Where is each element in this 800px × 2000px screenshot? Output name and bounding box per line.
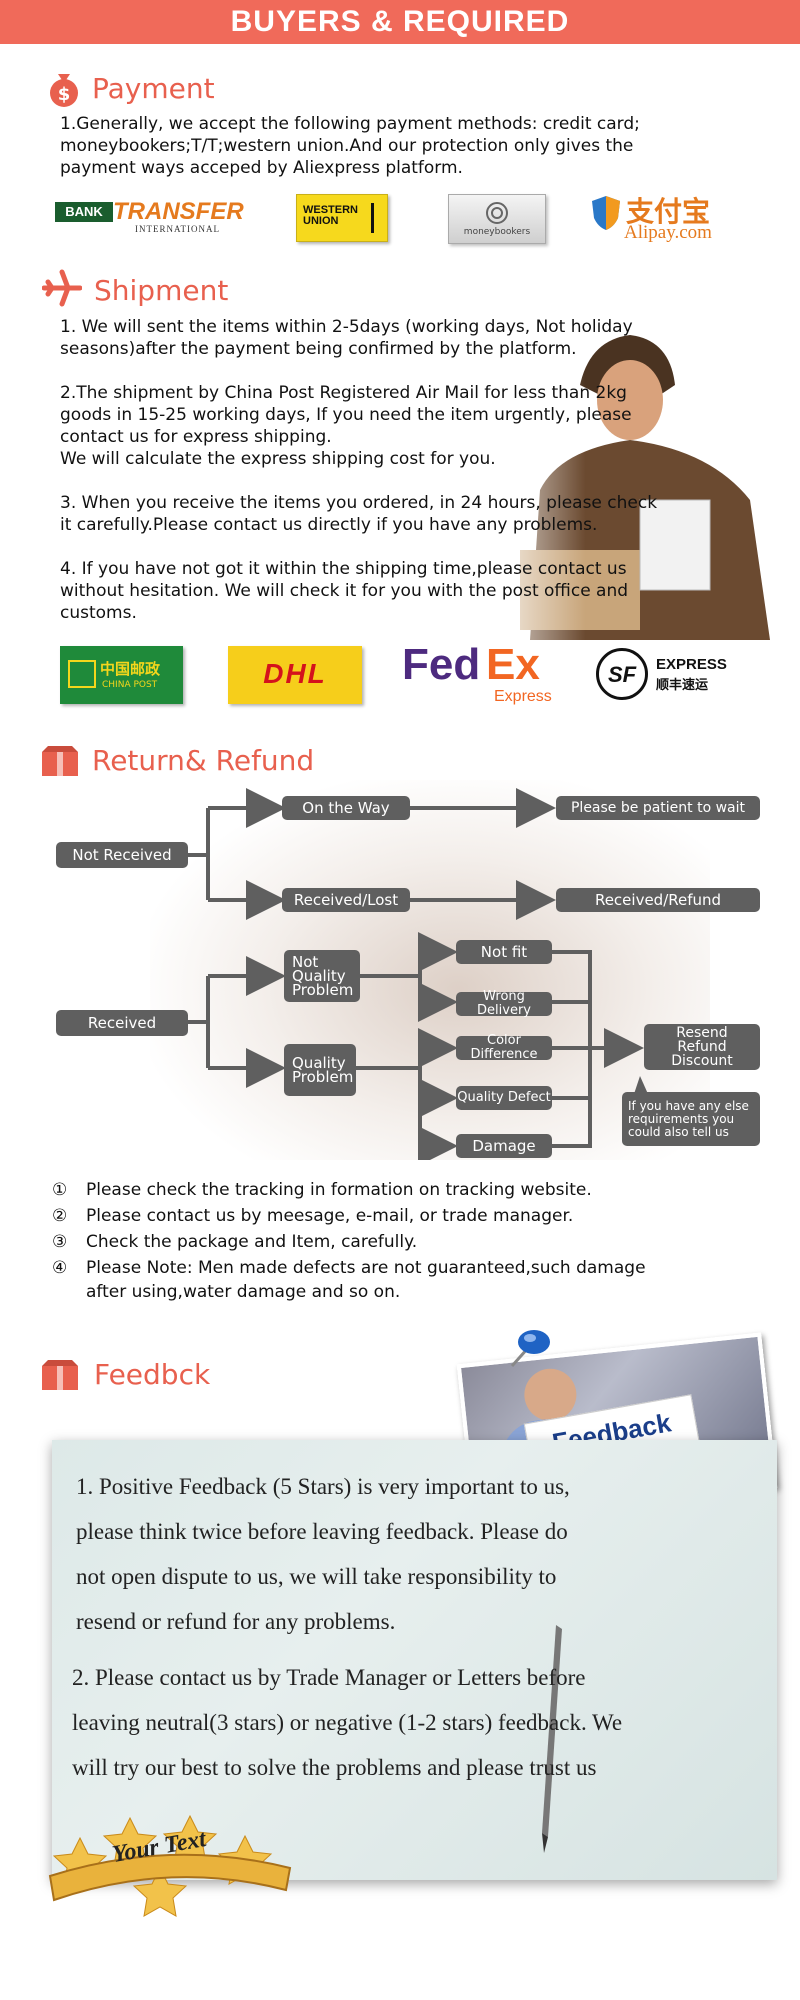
flow-on-the-way: On the Way xyxy=(282,796,410,820)
note-item: ④ Please Note: Men made defects are not … xyxy=(52,1258,646,1302)
china-post-mark-icon xyxy=(68,660,96,688)
shipment-line: contact us for express shipping. xyxy=(60,427,332,447)
refund-title: Return& Refund xyxy=(92,744,315,777)
flow-quality-defect: Quality Defect xyxy=(456,1086,552,1110)
flow-not-quality-problem: Not Quality Problem xyxy=(284,950,360,1002)
shipment-title: Shipment xyxy=(94,274,229,307)
box-icon xyxy=(42,1360,78,1390)
money-bag-icon: $ xyxy=(50,74,78,107)
box-icon xyxy=(42,746,78,776)
china-post-logo: 中国邮政 CHINA POST xyxy=(60,646,183,704)
shipment-line: without hesitation. We will check it for… xyxy=(60,581,629,601)
payment-line: payment ways acceped by Aliexpress platf… xyxy=(60,158,463,178)
flow-be-patient: Please be patient to wait xyxy=(556,796,760,820)
flow-received-lost: Received/Lost xyxy=(282,888,410,912)
speech-pointer xyxy=(634,1076,648,1094)
dhl-logo: DHL xyxy=(228,646,362,704)
shipment-text: 1. We will sent the items within 2-5days… xyxy=(60,316,780,624)
stars-ribbon-badge xyxy=(48,1814,292,1917)
shipment-line: seasons)after the payment being confirme… xyxy=(60,339,577,359)
flow-resend-refund-discount: Resend Refund Discount xyxy=(644,1024,760,1070)
fedex-logo: Fed Ex Express xyxy=(402,640,552,705)
bank-transfer-logo: BANK TRANSFER INTERNATIONAL xyxy=(55,198,244,236)
moneybookers-mark-icon xyxy=(486,202,508,224)
flow-wrong-delivery: Wrong Delivery xyxy=(456,990,552,1018)
note-item: ② Please contact us by meesage, e-mail, … xyxy=(52,1206,574,1226)
moneybookers-logo: moneybookers xyxy=(448,194,546,244)
feedback-text-2: 2. Please contact us by Trade Manager or… xyxy=(72,1665,623,1780)
feedback-title: Feedbck xyxy=(94,1358,211,1391)
shipment-line: 1. We will sent the items within 2-5days… xyxy=(60,317,633,337)
flow-received-refund: Received/Refund xyxy=(556,888,760,912)
shipment-line: it carefully.Please contact us directly … xyxy=(60,515,598,535)
flow-color-difference: Color Difference xyxy=(456,1034,552,1062)
note-item: ③ Check the package and Item, carefully. xyxy=(52,1232,418,1252)
flow-quality-problem: Quality Problem xyxy=(284,1044,356,1096)
note-item: ① Please check the tracking in formation… xyxy=(52,1180,592,1200)
western-union-logo: WESTERN UNION xyxy=(296,194,388,242)
shipment-line: customs. xyxy=(60,603,137,623)
payment-title: Payment xyxy=(92,72,215,105)
shipment-line: goods in 15-25 working days, If you need… xyxy=(60,405,632,425)
shield-icon xyxy=(592,196,620,230)
alipay-logo: 支付宝 Alipay.com xyxy=(590,190,760,244)
feedback-text-1: 1. Positive Feedback (5 Stars) is very i… xyxy=(76,1474,570,1634)
flow-received: Received xyxy=(56,1010,188,1036)
shipment-line: 2.The shipment by China Post Registered … xyxy=(60,383,627,403)
flow-not-received: Not Received xyxy=(56,842,188,868)
shipment-line: 3. When you receive the items you ordere… xyxy=(60,493,658,513)
page-banner: BUYERS & REQUIRED xyxy=(0,0,800,44)
sf-express-logo: SF EXPRESS 顺丰速运 xyxy=(594,646,764,702)
pencil-icon xyxy=(542,1625,562,1853)
pushpin-icon xyxy=(510,1330,550,1367)
shipment-line: We will calculate the express shipping c… xyxy=(60,449,496,469)
flow-else-requirements: If you have any else requirements you co… xyxy=(622,1092,760,1146)
feedback-panel xyxy=(52,1440,777,1880)
shipment-line: 4. If you have not got it within the shi… xyxy=(60,559,627,579)
refund-flowchart-lines xyxy=(188,788,644,1160)
svg-text:$: $ xyxy=(58,84,71,105)
flow-not-fit: Not fit xyxy=(456,940,552,964)
payment-text: 1.Generally, we accept the following pay… xyxy=(60,113,780,179)
payment-line: 1.Generally, we accept the following pay… xyxy=(60,114,640,134)
flow-damage: Damage xyxy=(456,1134,552,1158)
airplane-icon xyxy=(42,269,82,307)
refund-notes: ① Please check the tracking in formation… xyxy=(52,1178,782,1304)
payment-line: moneybookers;T/T;western union.And our p… xyxy=(60,136,634,156)
courier-photo xyxy=(470,300,800,640)
